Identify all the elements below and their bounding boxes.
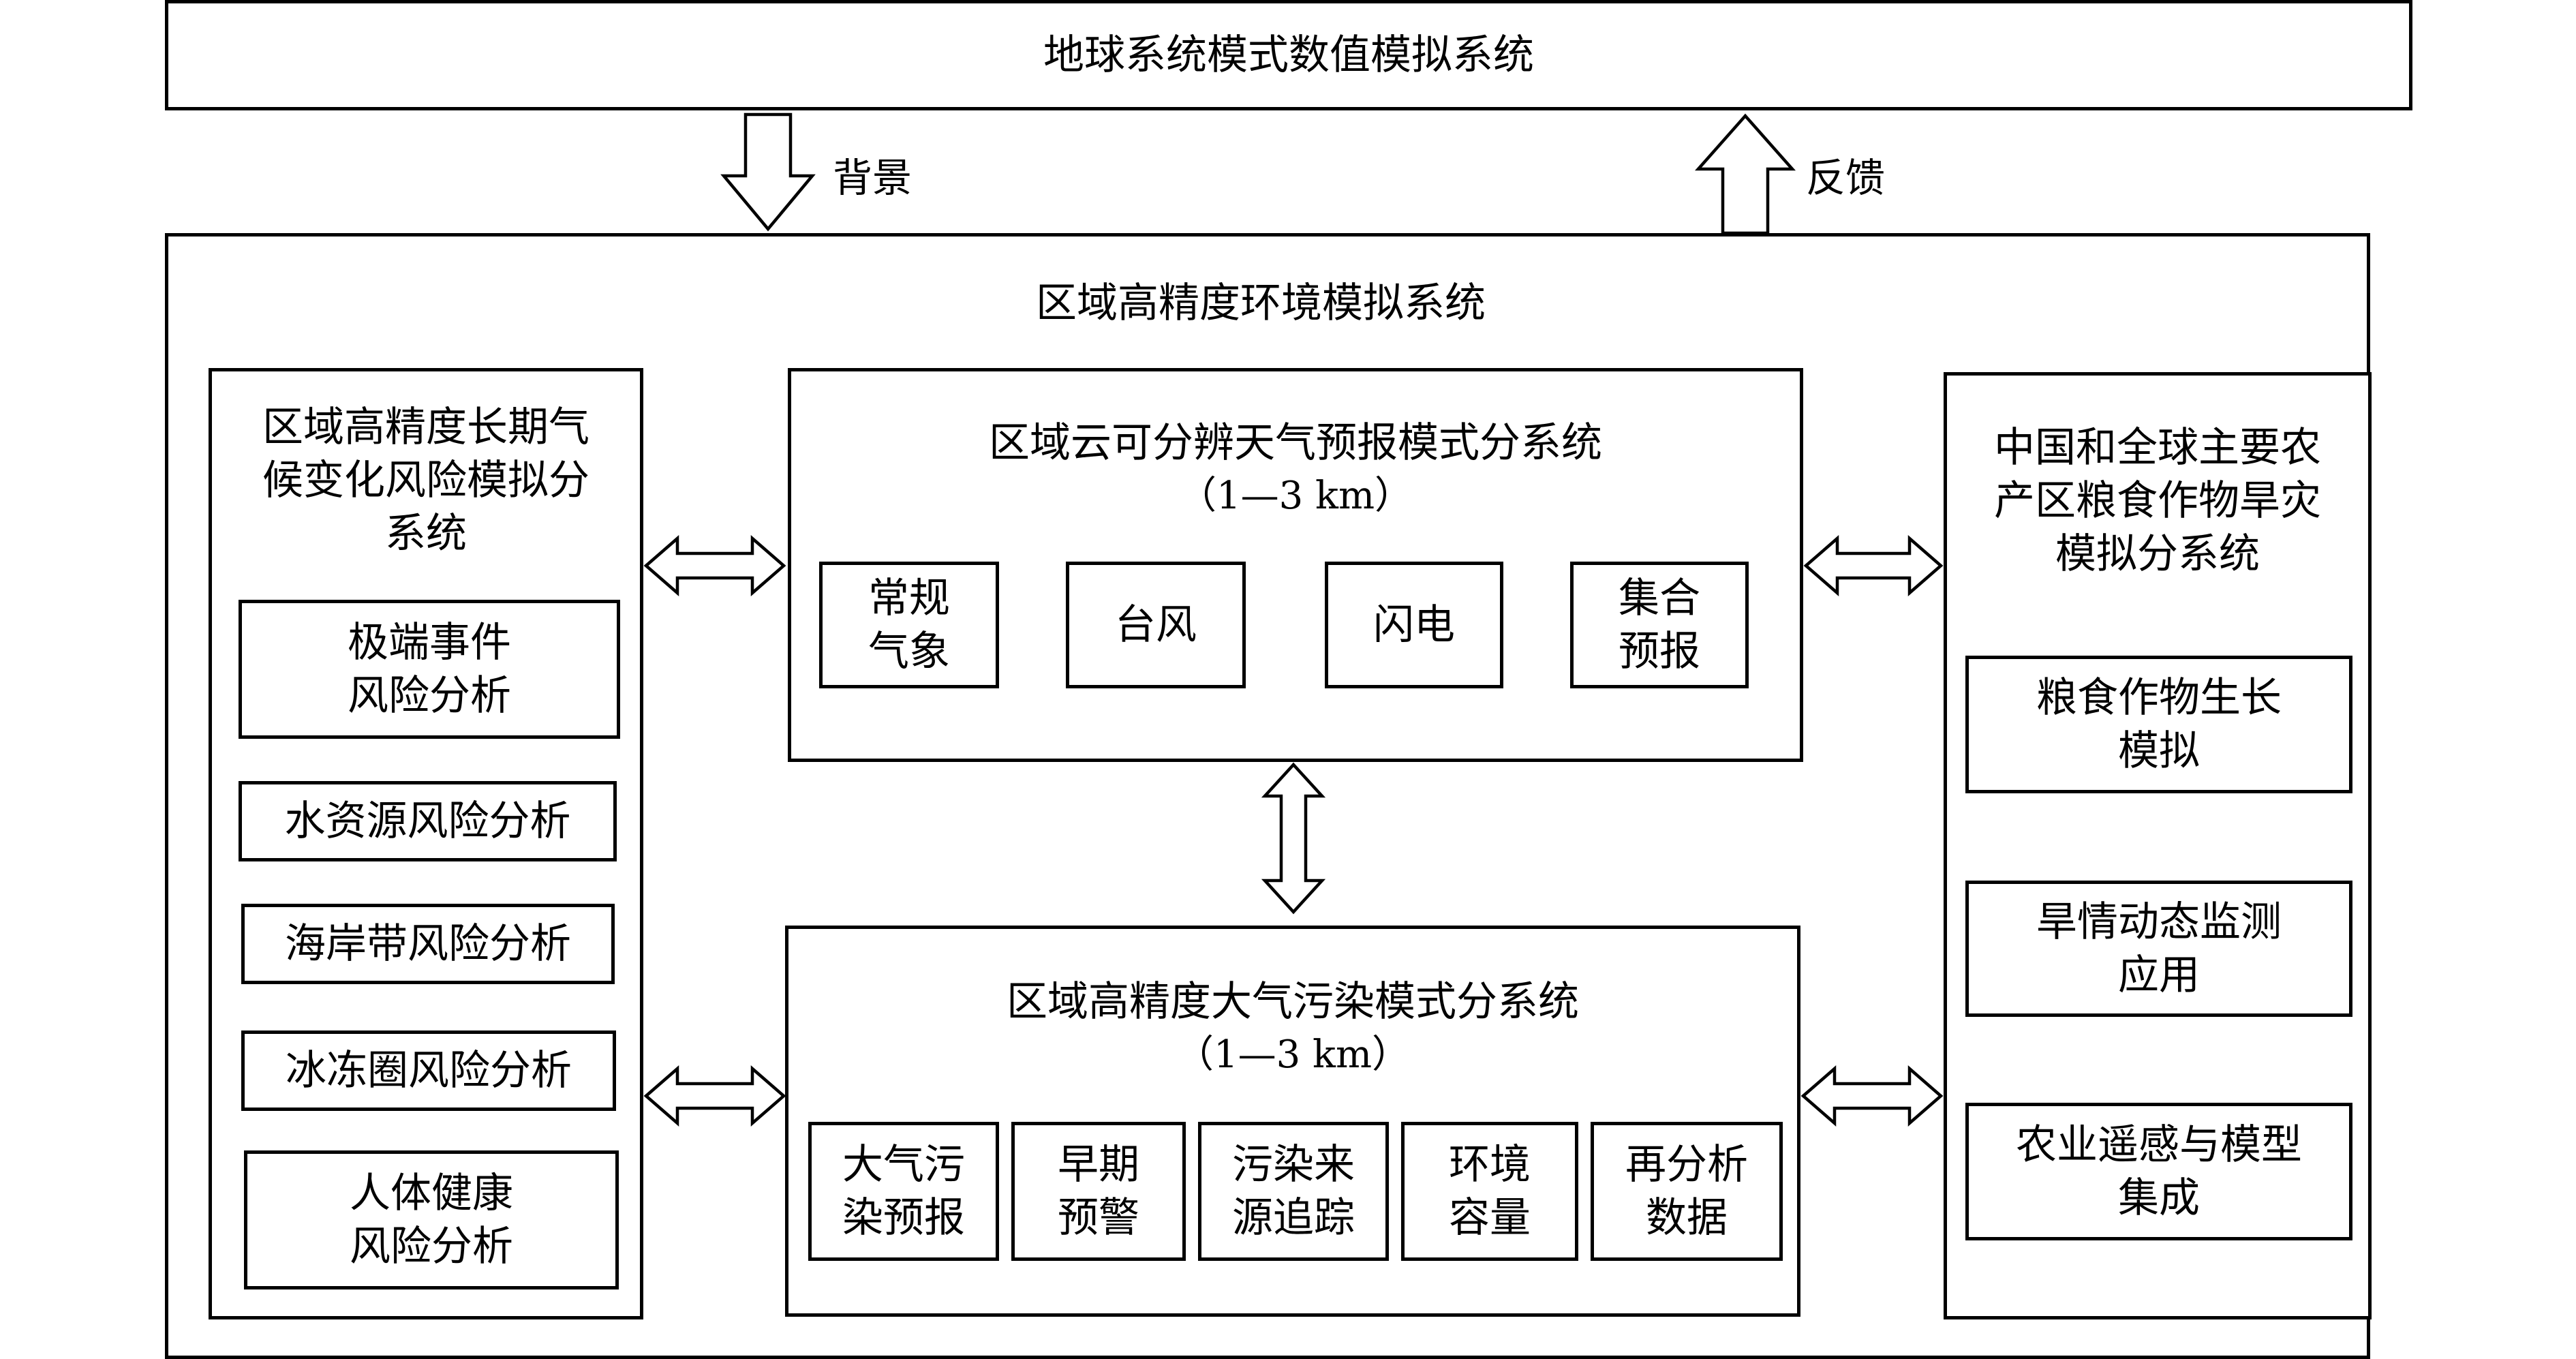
climate-item: 海岸带风险分析 — [241, 904, 615, 984]
feedback-arrow — [1695, 113, 1796, 235]
weather-item: 集合 预报 — [1570, 562, 1749, 688]
weather-item: 闪电 — [1325, 562, 1503, 688]
climate-item-label: 人体健康 风险分析 — [350, 1170, 513, 1270]
pollution-item-label: 早期 预警 — [1058, 1141, 1139, 1242]
pollution-item-label: 环境 容量 — [1449, 1141, 1531, 1242]
background-label: 背景 — [832, 155, 912, 202]
weather-item: 常规 气象 — [819, 562, 999, 688]
crop-item-label: 粮食作物生长 模拟 — [2036, 674, 2282, 775]
pollution-subsystem-title: 区域高精度大气污染模式分系统 — [1007, 978, 1579, 1026]
climate-item-label: 海岸带风险分析 — [285, 920, 571, 968]
double-arrow-right-bottom — [1800, 1065, 1944, 1127]
pollution-item: 早期 预警 — [1011, 1122, 1186, 1261]
background-arrow — [720, 112, 816, 232]
climate-item: 水资源风险分析 — [239, 781, 617, 861]
weather-item-label: 常规 气象 — [868, 575, 950, 675]
pollution-item: 污染来 源追踪 — [1198, 1122, 1389, 1261]
climate-item-label: 水资源风险分析 — [284, 797, 571, 845]
climate-item: 极端事件 风险分析 — [239, 600, 620, 739]
crop-item-label: 农业遥感与模型 集成 — [2016, 1121, 2302, 1222]
climate-item: 人体健康 风险分析 — [244, 1150, 619, 1289]
pollution-item: 大气污 染预报 — [808, 1122, 999, 1261]
crop-item: 粮食作物生长 模拟 — [1965, 656, 2352, 793]
double-arrow-left-top — [643, 535, 786, 596]
crop-item: 旱情动态监测 应用 — [1965, 881, 2352, 1017]
regional-system-title: 区域高精度环境模拟系统 — [1036, 279, 1486, 327]
crop-subsystem-title: 中国和全球主要农 产区粮食作物旱灾 模拟分系统 — [1994, 424, 2321, 578]
weather-item: 台风 — [1066, 562, 1246, 688]
weather-item-label: 台风 — [1115, 601, 1197, 649]
crop-item-label: 旱情动态监测 应用 — [2036, 898, 2282, 999]
pollution-item: 再分析 数据 — [1591, 1122, 1783, 1261]
pollution-item: 环境 容量 — [1401, 1122, 1578, 1261]
climate-item-label: 冰冻圈风险分析 — [286, 1047, 572, 1095]
double-arrow-vertical — [1261, 762, 1326, 915]
pollution-item-label: 污染来 源追踪 — [1232, 1141, 1355, 1242]
climate-item-label: 极端事件 风险分析 — [348, 619, 511, 720]
double-arrow-right-top — [1803, 535, 1944, 596]
climate-item: 冰冻圈风险分析 — [241, 1030, 616, 1111]
pollution-subsystem-resolution: （1—3 km） — [1175, 1032, 1411, 1077]
double-arrow-left-bottom — [643, 1065, 786, 1127]
weather-subsystem-resolution: （1—3 km） — [1178, 473, 1413, 518]
top-system-box: 地球系统模式数值模拟系统 — [165, 0, 2412, 110]
weather-item-label: 集合 预报 — [1619, 575, 1700, 675]
pollution-item-label: 再分析 数据 — [1625, 1141, 1748, 1242]
climate-subsystem-title: 区域高精度长期气 候变化风险模拟分 系统 — [262, 403, 589, 558]
weather-subsystem-title: 区域云可分辨天气预报模式分系统 — [989, 419, 1602, 467]
crop-item: 农业遥感与模型 集成 — [1965, 1103, 2352, 1240]
top-system-label: 地球系统模式数值模拟系统 — [1043, 31, 1534, 79]
feedback-label: 反馈 — [1805, 155, 1885, 202]
pollution-item-label: 大气污 染预报 — [842, 1141, 965, 1242]
weather-item-label: 闪电 — [1373, 601, 1455, 649]
